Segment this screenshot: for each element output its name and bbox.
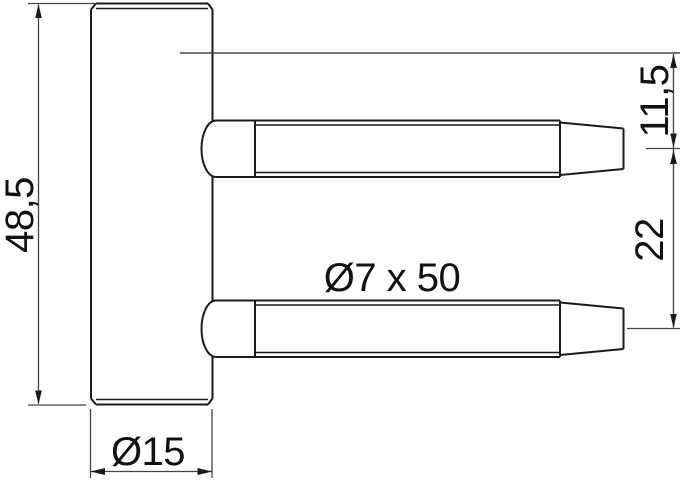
body-diameter-label: Ø15 (111, 430, 185, 474)
arrowhead-down (35, 390, 42, 405)
top-offset-label: 11,5 (633, 65, 677, 138)
dimension-right-stack: 11,5 22 (180, 52, 680, 330)
pin-size-label: Ø7 x 50 (324, 256, 461, 300)
pin-bottom (200, 299, 625, 358)
arrowhead-left (90, 468, 105, 475)
dimension-overall-height: 48,5 (0, 2, 96, 406)
arrowhead-up (670, 150, 677, 164)
arrowhead-down (670, 314, 677, 328)
arrowhead-up (35, 4, 42, 18)
body-silhouette (90, 2, 214, 406)
pin-top (200, 119, 625, 178)
pin-spacing-label: 22 (628, 218, 672, 262)
pin-top-chamfer-edges (255, 124, 560, 174)
pin-bottom-silhouette (200, 299, 625, 358)
body-chamfer-edges (96, 7, 208, 401)
arrowhead-up (670, 54, 677, 68)
arrowhead-down (670, 133, 677, 148)
pin-bottom-chamfer-edges (255, 304, 560, 354)
pin-top-silhouette (200, 119, 625, 178)
arrowhead-right (197, 468, 212, 475)
part-body (90, 2, 214, 406)
overall-height-label: 48,5 (0, 177, 42, 253)
dimension-body-diameter: Ø15 (89, 409, 213, 478)
